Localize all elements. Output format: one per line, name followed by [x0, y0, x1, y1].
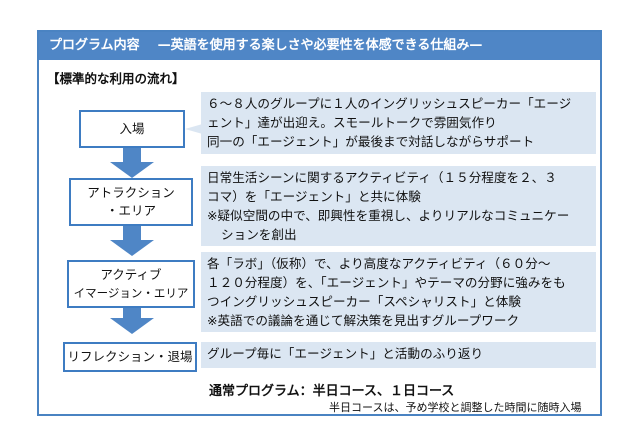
program-content-panel: プログラム内容 —英語を使用する楽しさや必要性を体感できる仕組み— 【標準的な利用… — [37, 30, 602, 416]
step-entry-box: 入場 — [79, 110, 185, 148]
step-immersion-description: 各「ラボ」（仮称）で、より高度なアクティビティ（６０分～ １２０分程度）を、「エ… — [201, 252, 596, 332]
description-line: 同一の「エージェント」が最後まで対話しながらサポート — [207, 134, 535, 149]
description-line: １２０分程度）を、「エージェント」やテーマの分野に強みをも — [207, 275, 566, 290]
step-reflection-description: グループ毎に「エージェント」と活動のふり返り — [201, 342, 596, 368]
step-label: アトラクション — [87, 185, 175, 200]
step-label: アクティブ — [100, 267, 162, 282]
step-label: 入場 — [119, 121, 145, 136]
down-arrow-icon — [110, 226, 154, 256]
description-line: ６～８人のグループに１人のイングリッシュスピーカー「エージ — [207, 96, 572, 111]
step-entry-description: ６～８人のグループに１人のイングリッシュスピーカー「エージ ェント」達が出迎え。… — [201, 92, 596, 154]
section-label: 【標準的な利用の流れ】 — [47, 71, 185, 86]
half-day-note: 半日コースは、予め学校と調整した時間に随時入場 — [329, 401, 582, 414]
step-immersion-box: アクティブ イマージョン・エリア — [67, 260, 195, 308]
description-line: コマ）を「エージェント」と共に体験 — [207, 189, 421, 204]
description-line: つイングリッシュスピーカー「スペシャリスト」と体験 — [207, 294, 521, 309]
header-subtitle: —英語を使用する楽しさや必要性を体感できる仕組み— — [157, 38, 483, 53]
step-reflection-box: リフレクション・退場 — [63, 342, 197, 372]
header-title: プログラム内容 — [49, 38, 140, 53]
panel-header: プログラム内容 —英語を使用する楽しさや必要性を体感できる仕組み— — [39, 32, 600, 60]
step-attraction-box: アトラクション ・エリア — [69, 178, 193, 226]
description-line: ションを創出 — [221, 227, 297, 242]
step-attraction-description: 日常生活シーンに関するアクティビティ（１５分程度を２、３ コマ）を「エージェント… — [201, 166, 596, 246]
step-label: イマージョン・エリア — [73, 286, 189, 300]
description-line: 各「ラボ」（仮称）で、より高度なアクティビティ（６０分～ — [207, 256, 551, 271]
description-line: グループ毎に「エージェント」と活動のふり返り — [207, 346, 484, 361]
description-line: 日常生活シーンに関するアクティビティ（１５分程度を２、３ — [207, 170, 557, 185]
down-arrow-icon — [110, 308, 154, 334]
down-arrow-icon — [110, 148, 154, 178]
step-label: リフレクション・退場 — [67, 349, 193, 364]
description-line: ェント」達が出迎え。スモールトークで雰囲気作り — [207, 115, 497, 130]
description-line: ※英語での議論を通じて解決策を見出すグループワーク — [207, 313, 520, 328]
description-line: ※疑似空間の中で、即興性を重視し、よりリアルなコミュニケー — [207, 208, 570, 223]
normal-program-text: 通常プログラム：半日コース、１日コース — [209, 384, 455, 399]
step-label: ・エリア — [105, 203, 156, 218]
